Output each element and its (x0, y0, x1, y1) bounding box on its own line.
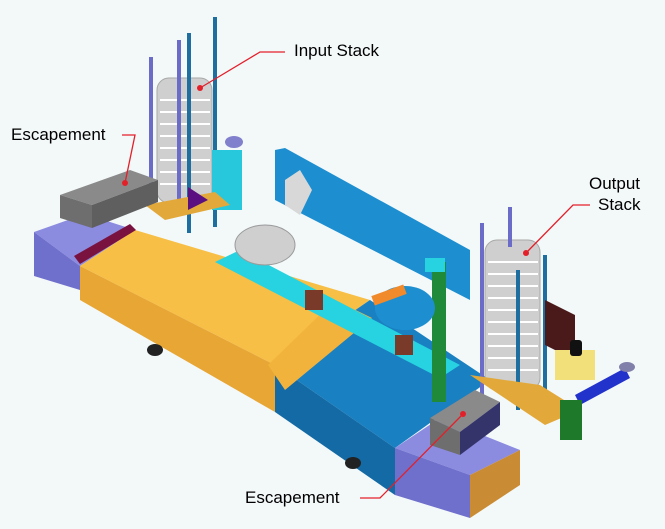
input-rod-2 (177, 40, 181, 200)
callout-input-stack (199, 51, 285, 89)
yellow-deck-front (80, 266, 275, 412)
right-end-block-side (470, 450, 520, 518)
callout-dot-escapement-top (122, 180, 128, 186)
cyan-post (425, 258, 445, 272)
label-input-stack: Input Stack (294, 41, 380, 60)
arm-cap (619, 362, 635, 372)
green-housing (560, 400, 582, 440)
left-end-block (34, 214, 135, 266)
blue-body-front (275, 365, 395, 495)
escapement-top-front (60, 195, 92, 228)
callout-dot-escapement-bottom (460, 411, 466, 417)
output-rod-1 (480, 223, 484, 403)
callout-output-stack (525, 204, 590, 254)
output-rod-3 (516, 270, 520, 410)
escapement-bottom-side (460, 402, 500, 455)
callout-dot-input-stack (197, 85, 203, 91)
callout-escapement-top (122, 134, 136, 184)
caster-wheel-1 (147, 344, 163, 356)
callout-escapement-bottom (360, 413, 464, 499)
input-stack-rings (160, 99, 210, 185)
orange-arm (371, 284, 407, 306)
purple-wedge (188, 187, 208, 210)
maroon-strip-left (74, 224, 136, 264)
back-panel (275, 148, 470, 300)
input-rod-1 (149, 57, 153, 207)
gripper-left (305, 290, 323, 310)
motor-cap (225, 136, 243, 148)
gold-bracket-left (145, 192, 230, 220)
left-end-block-front (34, 232, 80, 290)
input-rod-4 (213, 17, 217, 227)
yellow-deck-top (80, 230, 370, 365)
output-stack-rings (488, 261, 538, 371)
blue-arm (575, 368, 630, 405)
escapement-top-top (60, 170, 158, 205)
gripper-right (395, 335, 413, 355)
maroon-housing (545, 300, 575, 360)
green-post (432, 262, 446, 402)
label-escapement-top: Escapement (11, 125, 106, 144)
output-rod-2 (508, 207, 512, 247)
right-end-block-front (395, 448, 470, 518)
input-rod-3 (187, 33, 191, 233)
label-output-stack-line2: Stack (598, 195, 641, 214)
callout-dot-output-stack (523, 250, 529, 256)
black-knob (570, 340, 582, 356)
escapement-bottom-top (430, 390, 500, 432)
gold-bracket-right (470, 375, 580, 425)
escapement-bottom-front (430, 418, 460, 455)
caster-wheel-2 (345, 457, 361, 469)
label-output-stack-line1: Output (589, 174, 641, 193)
label-escapement-bottom: Escapement (245, 488, 340, 507)
turntable (234, 224, 296, 266)
panel-window (285, 170, 312, 215)
escapement-top-side (92, 180, 158, 228)
